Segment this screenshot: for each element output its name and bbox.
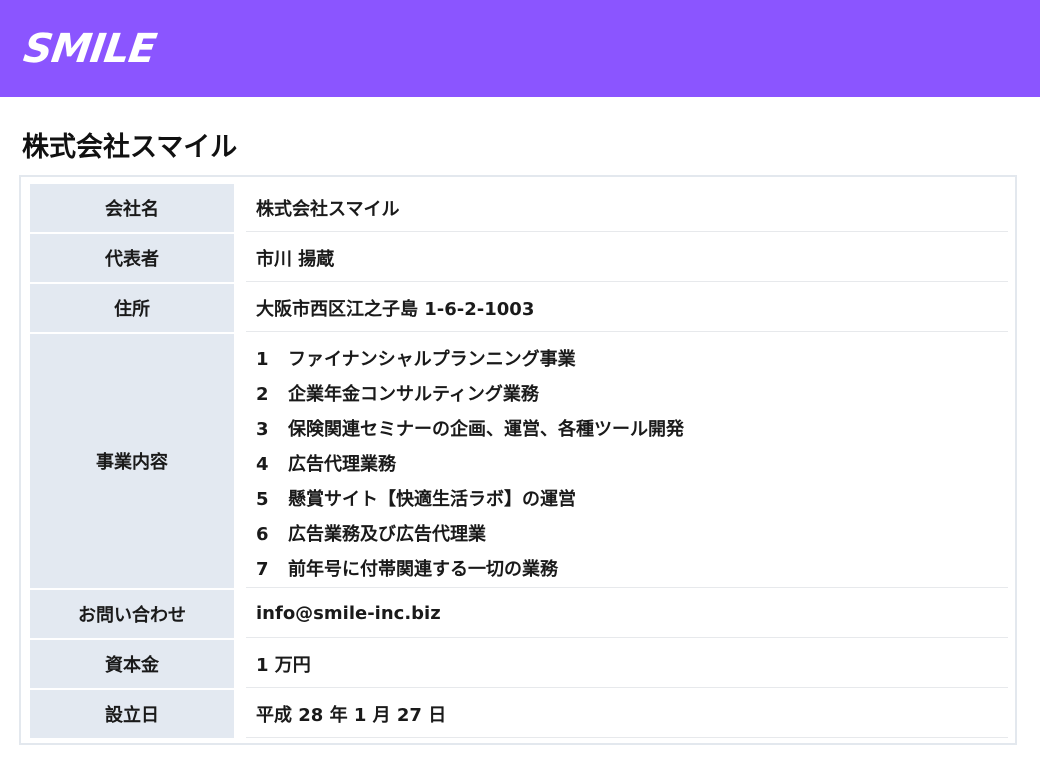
row-established: 設立日 平成 28 年 1 月 27 日 — [30, 690, 1010, 738]
value-representative: 市川 揚蔵 — [246, 234, 1008, 282]
value-company-name: 株式会社スマイル — [246, 184, 1008, 232]
value-address: 大阪市西区江之子島 1-6-2-1003 — [246, 284, 1008, 332]
list-item-number: 6 — [256, 524, 269, 545]
list-item: 7 前年号に付帯関連する一切の業務 — [256, 552, 1008, 587]
value-contact-email[interactable]: info@smile-inc.biz — [246, 590, 1008, 638]
list-item: 1 ファイナンシャルプランニング事業 — [256, 342, 1008, 377]
list-item: 3 保険関連セミナーの企画、運営、各種ツール開発 — [256, 412, 1008, 447]
list-item-text: 前年号に付帯関連する一切の業務 — [288, 559, 558, 580]
list-item-number: 5 — [256, 489, 269, 510]
site-header: SMILE — [0, 0, 1040, 97]
list-item-number: 1 — [256, 349, 269, 370]
value-capital: 1 万円 — [246, 640, 1008, 688]
label-company-name: 会社名 — [30, 184, 234, 232]
list-item-text: 広告業務及び広告代理業 — [288, 524, 486, 545]
row-contact: お問い合わせ info@smile-inc.biz — [30, 590, 1010, 638]
list-item: 4 広告代理業務 — [256, 447, 1008, 482]
list-item-number: 7 — [256, 559, 269, 580]
label-business: 事業内容 — [30, 334, 234, 588]
list-item-number: 4 — [256, 454, 269, 475]
list-item: 5 懸賞サイト【快適生活ラボ】の運営 — [256, 482, 1008, 517]
list-item: 2 企業年金コンサルティング業務 — [256, 377, 1008, 412]
list-item-text: 企業年金コンサルティング業務 — [288, 384, 539, 405]
value-established: 平成 28 年 1 月 27 日 — [246, 690, 1008, 738]
list-item-text: 広告代理業務 — [288, 454, 396, 475]
list-item-text: ファイナンシャルプランニング事業 — [288, 349, 576, 370]
label-representative: 代表者 — [30, 234, 234, 282]
page-title: 株式会社スマイル — [22, 132, 238, 163]
list-item-number: 3 — [256, 419, 269, 440]
company-profile-table: 会社名 株式会社スマイル 代表者 市川 揚蔵 住所 大阪市西区江之子島 1-6-… — [19, 175, 1017, 745]
site-logo[interactable]: SMILE — [20, 26, 159, 72]
list-item: 6 広告業務及び広告代理業 — [256, 517, 1008, 552]
row-representative: 代表者 市川 揚蔵 — [30, 234, 1010, 282]
row-capital: 資本金 1 万円 — [30, 640, 1010, 688]
list-item-number: 2 — [256, 384, 269, 405]
row-address: 住所 大阪市西区江之子島 1-6-2-1003 — [30, 284, 1010, 332]
list-item-text: 保険関連セミナーの企画、運営、各種ツール開発 — [288, 419, 684, 440]
label-contact: お問い合わせ — [30, 590, 234, 638]
label-address: 住所 — [30, 284, 234, 332]
row-business: 事業内容 1 ファイナンシャルプランニング事業 2 企業年金コンサルティング業務 3… — [30, 334, 1010, 588]
row-company-name: 会社名 株式会社スマイル — [30, 184, 1010, 232]
label-capital: 資本金 — [30, 640, 234, 688]
label-established: 設立日 — [30, 690, 234, 738]
list-item-text: 懸賞サイト【快適生活ラボ】の運営 — [288, 489, 576, 510]
business-list: 1 ファイナンシャルプランニング事業 2 企業年金コンサルティング業務 3 保険関連セ… — [246, 334, 1008, 588]
